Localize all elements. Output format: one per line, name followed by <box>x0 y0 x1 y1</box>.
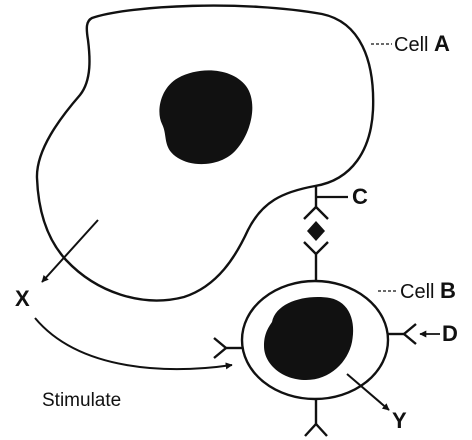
receptor-left-head <box>214 338 226 358</box>
stimulate-arrow <box>35 318 232 369</box>
cell-a-nucleus <box>159 70 252 164</box>
label-d: D <box>442 321 458 346</box>
label-c: C <box>352 184 368 209</box>
cell-b-nucleus <box>264 297 353 380</box>
signal-molecule <box>307 221 325 241</box>
label-y: Y <box>392 408 407 433</box>
receptor-d-head <box>404 324 416 344</box>
label-stimulate: Stimulate <box>42 390 121 411</box>
receptor-b-cup <box>304 242 328 254</box>
cell-b-label: Cell B <box>400 278 456 303</box>
label-x: X <box>15 286 30 311</box>
cell-a-label: Cell A <box>394 31 450 56</box>
receptor-bottom-head <box>305 424 327 436</box>
arrow-x <box>42 220 98 282</box>
receptor-c-head <box>304 207 328 219</box>
